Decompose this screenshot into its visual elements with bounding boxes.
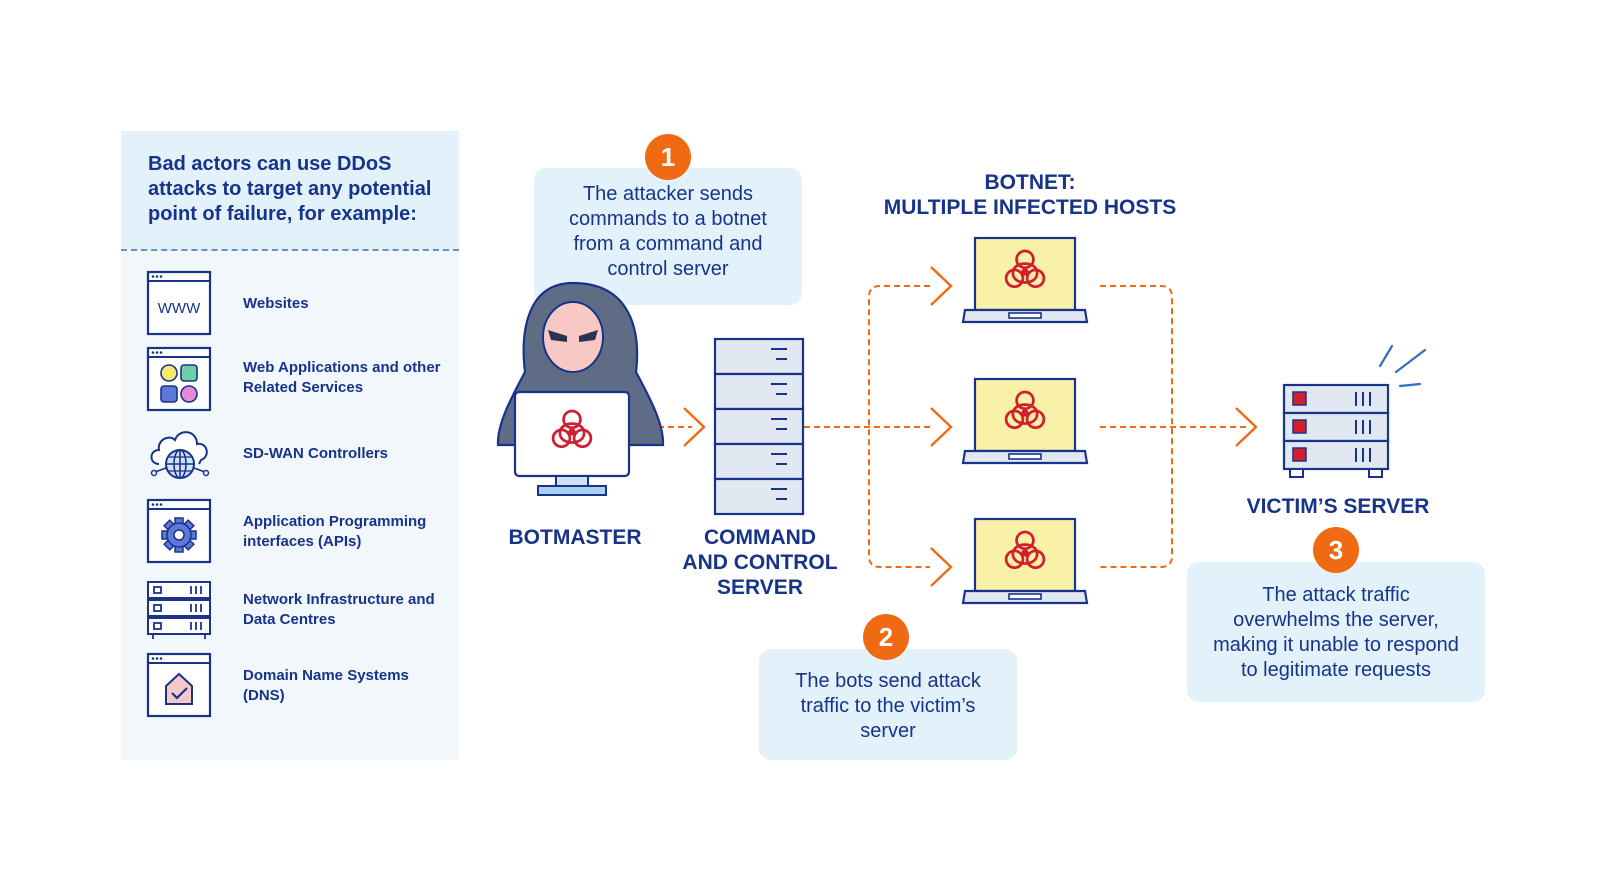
flow-lines bbox=[628, 285, 1250, 568]
gear-window-icon bbox=[146, 498, 212, 564]
botnet-label: BOTNET: MULTIPLE INFECTED HOSTS bbox=[870, 170, 1190, 220]
panel-title: Bad actors can use DDoS attacks to targe… bbox=[148, 153, 432, 225]
step-3-badge: 3 bbox=[1313, 527, 1359, 573]
step-1-text: The attacker sends commands to a botnet … bbox=[569, 183, 767, 280]
target-item-network: Network Infrastructure and Data Centres bbox=[243, 591, 435, 628]
target-item-sdwan: SD-WAN Controllers bbox=[243, 445, 389, 462]
c2-label-line3: SERVER bbox=[717, 576, 803, 599]
step-2-callout: The bots send attack traffic to the vict… bbox=[759, 649, 1017, 760]
step-2-text: The bots send attack traffic to the vict… bbox=[795, 670, 981, 742]
flow-arrowheads bbox=[683, 266, 1258, 587]
dns-house-icon bbox=[146, 652, 212, 718]
botmaster-label: BOTMASTER bbox=[508, 526, 642, 549]
step-1-badge: 1 bbox=[645, 134, 691, 180]
cloud-globe-icon bbox=[150, 431, 210, 479]
target-item-apis: Application Programming interfaces (APIs… bbox=[243, 513, 427, 550]
c2-label-line1: COMMAND bbox=[704, 526, 816, 549]
c2-label-line2: AND CONTROL bbox=[682, 551, 838, 574]
target-item-web-apps: Web Applications and other Related Servi… bbox=[243, 359, 441, 396]
c2-label: COMMAND AND CONTROL SERVER bbox=[670, 525, 850, 600]
server-rack-icon bbox=[147, 581, 211, 639]
targets-panel-header bbox=[121, 131, 459, 251]
step-3-callout: The attack traffic overwhelms the server… bbox=[1187, 562, 1485, 702]
target-item-dns: Domain Name Systems (DNS) bbox=[243, 667, 409, 704]
victim-server-icon bbox=[1282, 344, 1427, 478]
infected-host-2-icon bbox=[963, 379, 1087, 463]
target-item-websites: Websites bbox=[243, 295, 309, 312]
www-window-icon: WWW bbox=[146, 270, 212, 336]
web-apps-icon bbox=[146, 346, 212, 412]
www-text: WWW bbox=[158, 300, 201, 317]
infected-host-1-icon bbox=[963, 238, 1087, 322]
botmaster-hacker-icon bbox=[496, 281, 665, 496]
step-2-badge: 2 bbox=[863, 614, 909, 660]
botnet-label-line1: BOTNET: bbox=[984, 171, 1076, 194]
infected-host-3-icon bbox=[963, 519, 1087, 603]
botnet-label-line2: MULTIPLE INFECTED HOSTS bbox=[883, 196, 1177, 219]
step-1-callout: The attacker sends commands to a botnet … bbox=[534, 168, 802, 305]
step-3-text: The attack traffic overwhelms the server… bbox=[1213, 584, 1459, 681]
c2-server-tower-icon bbox=[713, 337, 805, 516]
victim-label: VICTIM’S SERVER bbox=[1246, 495, 1430, 518]
